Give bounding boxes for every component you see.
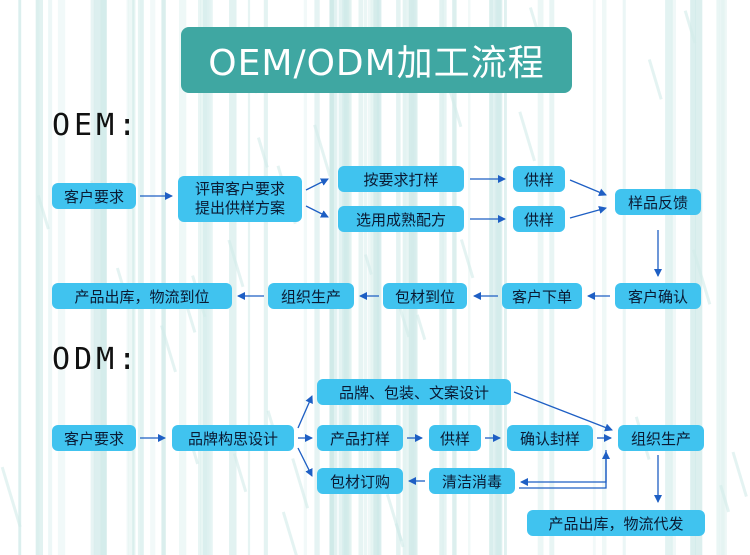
odm-supply-sample-node: 供样 [429, 425, 481, 451]
odm-brand-design-node: 品牌、包装、文案设计 [317, 379, 511, 405]
page-title: OEM/ODM加工流程 [181, 27, 572, 93]
oem-supply-sample-node-2: 供样 [513, 206, 565, 232]
odm-brand-concept-node: 品牌构思设计 [172, 425, 294, 451]
oem-customer-request-node: 客户要求 [52, 183, 136, 209]
arrow-oem-review-to-formula [305, 205, 329, 218]
arrow-oem-review-to-sample [305, 178, 329, 191]
oem-sample-by-request-node: 按要求打样 [338, 166, 464, 192]
oem-customer-order-node: 客户下单 [502, 283, 582, 309]
oem-packaging-ready-node: 包材到位 [383, 283, 467, 309]
oem-choose-formula-node: 选用成熟配方 [338, 206, 464, 232]
oem-sample-feedback-node: 样品反馈 [615, 189, 701, 215]
odm-customer-request-node: 客户要求 [52, 425, 136, 451]
odm-packaging-purchase-node: 包材订购 [317, 468, 403, 494]
oem-review-line1: 评审客户要求 [194, 180, 285, 198]
odm-organize-production-node: 组织生产 [618, 425, 704, 451]
oem-supply-sample-node-1: 供样 [513, 166, 565, 192]
oem-organize-production-node: 组织生产 [268, 283, 354, 309]
arrow-odm-concept-to-design [297, 395, 313, 429]
odm-ship-logistics-node: 产品出库，物流代发 [527, 510, 705, 536]
arrow-odm-clean-to-production [519, 451, 610, 489]
arrow-oem-supply2-to-feedback [569, 206, 607, 219]
oem-ship-logistics-node: 产品出库，物流到位 [52, 283, 232, 309]
odm-clean-disinfect-node: 清洁消毒 [429, 468, 515, 494]
oem-review-plan-node: 评审客户要求 提出供样方案 [178, 176, 302, 222]
arrow-odm-concept-to-packaging [297, 447, 313, 477]
oem-customer-confirm-node: 客户确认 [615, 283, 701, 309]
odm-product-sample-node: 产品打样 [317, 425, 403, 451]
oem-section-label: OEM: [52, 108, 141, 143]
odm-confirm-seal-node: 确认封样 [507, 425, 593, 451]
arrow-oem-supply1-to-feedback [569, 179, 607, 196]
oem-review-line2: 提出供样方案 [194, 199, 285, 217]
odm-section-label: ODM: [52, 342, 141, 377]
arrow-odm-design-to-production [513, 391, 613, 432]
arrow-odm-production-to-clean [520, 450, 607, 486]
